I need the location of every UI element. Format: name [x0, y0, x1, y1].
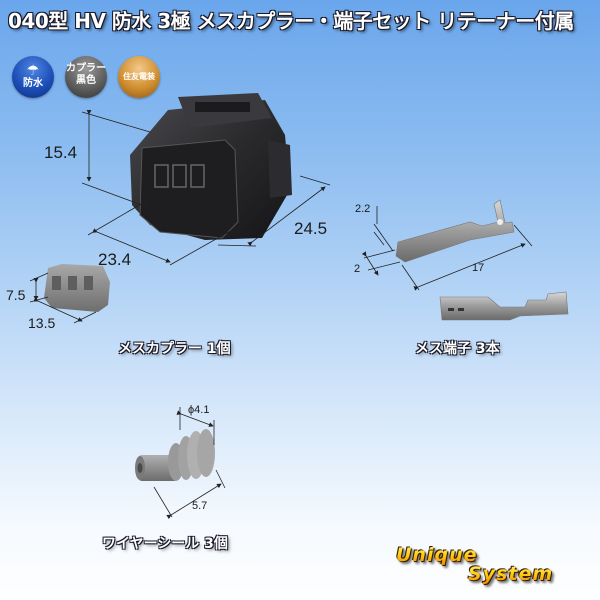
retainer-width-label: 13.5 [28, 315, 56, 331]
coupler-color-badge: カプラー 黒色 [65, 56, 107, 98]
terminal-image-angled [395, 199, 515, 263]
brand-logo-line2: System [468, 563, 554, 585]
terminal-length-label: 17 [472, 262, 485, 274]
wire-seal-length-label: 5.7 [192, 500, 208, 512]
retainer-dimension-lines [29, 272, 97, 324]
wire-seal-dimension-lines [153, 407, 226, 520]
terminal-image-side [439, 291, 569, 321]
coupler-dimension-lines [81, 110, 331, 266]
wire-seal-image [135, 429, 215, 481]
coupler-depth-label: 24.5 [294, 219, 328, 238]
retainer-image [44, 264, 110, 312]
wire-seal-caption: ワイヤーシール 3個 [102, 536, 228, 552]
page-title: 040型 HV 防水 3極 メスカプラー・端子セット リテーナー付属 [8, 9, 574, 33]
terminal-dimension-lines [361, 206, 533, 291]
waterproof-badge: ☂ 防水 [12, 56, 54, 98]
terminal-bottom-dim-label: 2 [354, 263, 361, 275]
terminal-caption: メス端子 3本 [415, 341, 500, 357]
retainer-height-label: 7.5 [6, 287, 26, 303]
waterproof-label: 防水 [23, 78, 43, 89]
coupler-color-label-line1: カプラー [66, 63, 106, 74]
coupler-color-label-line2: 黒色 [76, 75, 96, 86]
maker-badge: 住友電装 [118, 56, 160, 98]
brand-logo-line1: Unique [396, 544, 478, 566]
maker-label: 住友電装 [123, 72, 155, 81]
coupler-height-label: 15.4 [44, 143, 78, 162]
coupler-image [130, 93, 292, 240]
umbrella-icon: ☂ [26, 63, 40, 79]
coupler-caption: メスカプラー 1個 [118, 341, 231, 357]
coupler-width-label: 23.4 [98, 250, 132, 269]
terminal-top-dim-label: 2.2 [355, 203, 371, 215]
wire-seal-diameter-label: ϕ4.1 [188, 404, 210, 416]
